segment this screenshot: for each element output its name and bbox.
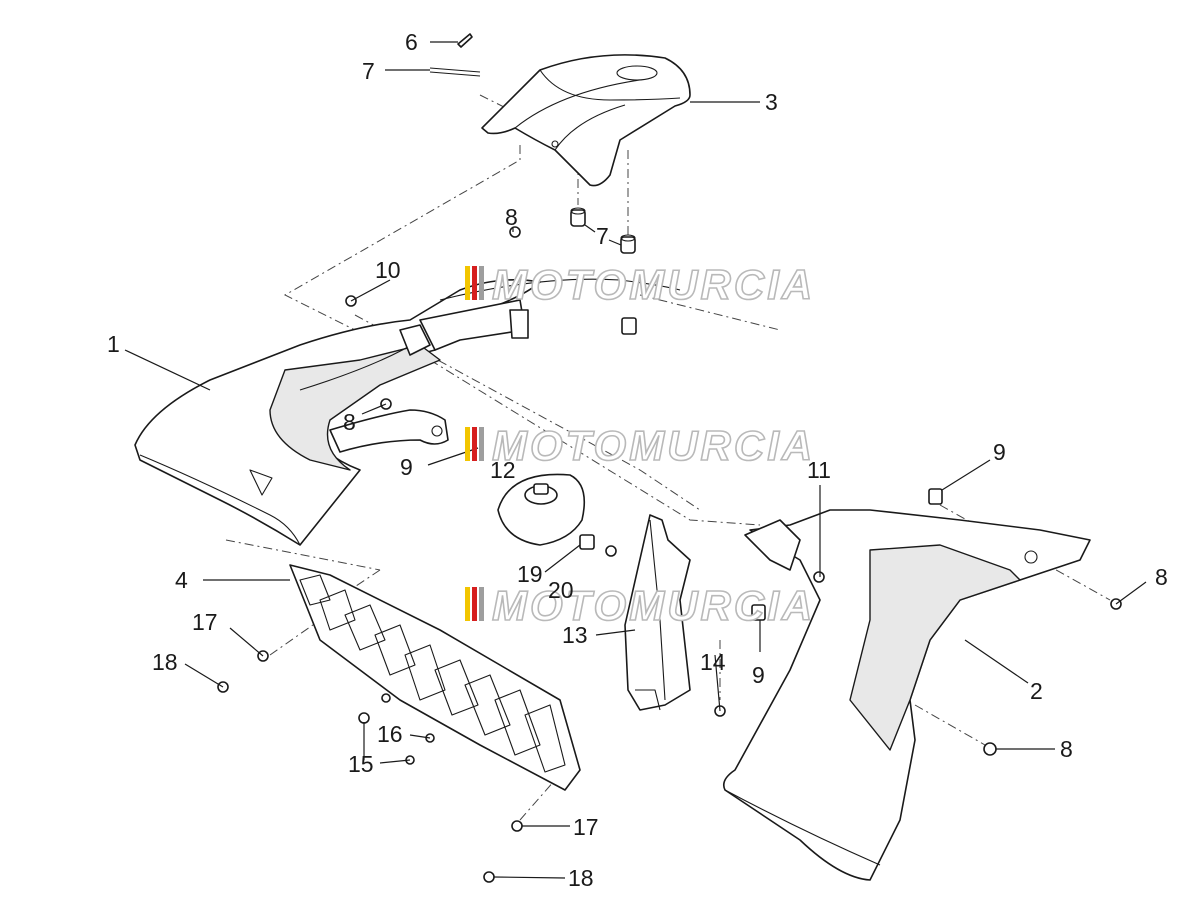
part-spacers: [570, 207, 636, 254]
watermark-flag-stripe: [472, 427, 477, 461]
part-filler-plate: [497, 473, 586, 546]
watermark-flag-stripe: [465, 427, 470, 461]
callout-16: 16: [377, 721, 403, 747]
part-inner-bracket: [624, 514, 691, 711]
callout-3: 3: [765, 89, 778, 115]
watermark-flag-stripe: [465, 587, 470, 621]
callout-20: 20: [548, 577, 574, 603]
callout-4: 4: [175, 567, 188, 593]
callout-8-left: 8: [343, 409, 356, 435]
callout-18-left: 18: [152, 649, 178, 675]
callout-17-bottom: 17: [573, 814, 599, 840]
callout-9-mid: 9: [752, 662, 765, 688]
leader-lines: [124, 41, 1147, 879]
watermark-flag-stripe: [479, 587, 484, 621]
callout-5: 6: [405, 29, 418, 55]
part-upper-cover: [481, 54, 691, 187]
clip-icon: [751, 604, 766, 621]
callout-12: 12: [490, 457, 516, 483]
callout-2: 2: [1030, 678, 1043, 704]
watermark-text: MOTOMURCIA: [492, 261, 815, 308]
part-left-side-panel: [134, 278, 681, 546]
watermark-bottom: MOTOMURCIA: [465, 581, 815, 630]
screw-icon: [358, 712, 370, 724]
part-louvre-grille: [289, 564, 581, 791]
callout-11: 11: [807, 457, 831, 483]
callout-8-right: 8: [1155, 564, 1168, 590]
callout-labels: 6 7 3 7 8 10 1 8 9 12 9 11 8 9 2 8 4 17 …: [107, 29, 1168, 891]
screw-icon: [483, 871, 495, 883]
part-right-side-panel: [722, 509, 1091, 881]
part-bracket-arm: [329, 409, 449, 453]
callout-18-bottom: 18: [568, 865, 594, 891]
callout-9-right: 9: [993, 439, 1006, 465]
watermark-flag-stripe: [479, 266, 484, 300]
watermark-flag-stripe: [465, 266, 470, 300]
screw-icon: [983, 742, 997, 756]
watermark-text: MOTOMURCIA: [492, 422, 815, 469]
callout-6: 7: [362, 58, 375, 84]
clip-icon: [928, 488, 943, 505]
callout-10: 10: [375, 257, 401, 283]
callout-8-bottom: 8: [1060, 736, 1073, 762]
callout-17-left: 17: [192, 609, 218, 635]
watermark-text: MOTOMURCIA: [492, 582, 815, 629]
grommet-icon: [381, 693, 391, 703]
clip-icon: [621, 317, 637, 335]
watermark-flag-stripe: [472, 587, 477, 621]
watermark-top: MOTOMURCIA: [465, 260, 815, 309]
part-pin-and-rod: [429, 33, 481, 77]
clip-icon: [511, 820, 523, 832]
callout-8-top: 8: [505, 204, 518, 230]
callout-9-left: 9: [400, 454, 413, 480]
watermark-middle: MOTOMURCIA: [465, 421, 815, 470]
clip-icon: [579, 534, 595, 550]
callout-1: 1: [107, 331, 120, 357]
callout-7: 7: [596, 223, 609, 249]
callout-15: 15: [348, 751, 374, 777]
washer-icon: [605, 545, 617, 557]
watermark-flag-stripe: [479, 427, 484, 461]
watermark-flag-stripe: [472, 266, 477, 300]
callout-13: 13: [562, 622, 588, 648]
callout-14: 14: [700, 649, 726, 675]
callout-19: 19: [517, 561, 543, 587]
